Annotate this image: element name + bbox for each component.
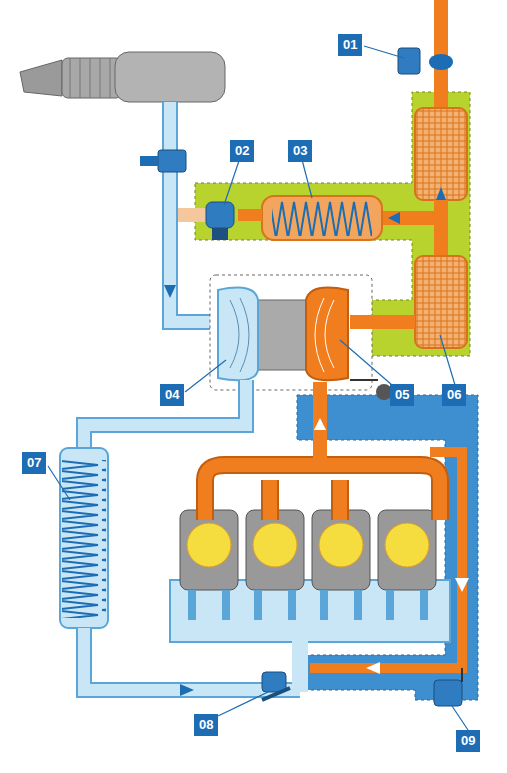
callout-number: 07: [22, 452, 46, 474]
callout-number: 06: [442, 384, 466, 406]
callout-number: 08: [194, 714, 218, 736]
callout-number: 02: [230, 140, 254, 162]
callout-number: 03: [288, 140, 312, 162]
callout-number: 01: [338, 34, 362, 56]
callout-number: 04: [160, 384, 184, 406]
callout-number: 05: [390, 384, 414, 406]
callout-number: 09: [456, 730, 480, 752]
